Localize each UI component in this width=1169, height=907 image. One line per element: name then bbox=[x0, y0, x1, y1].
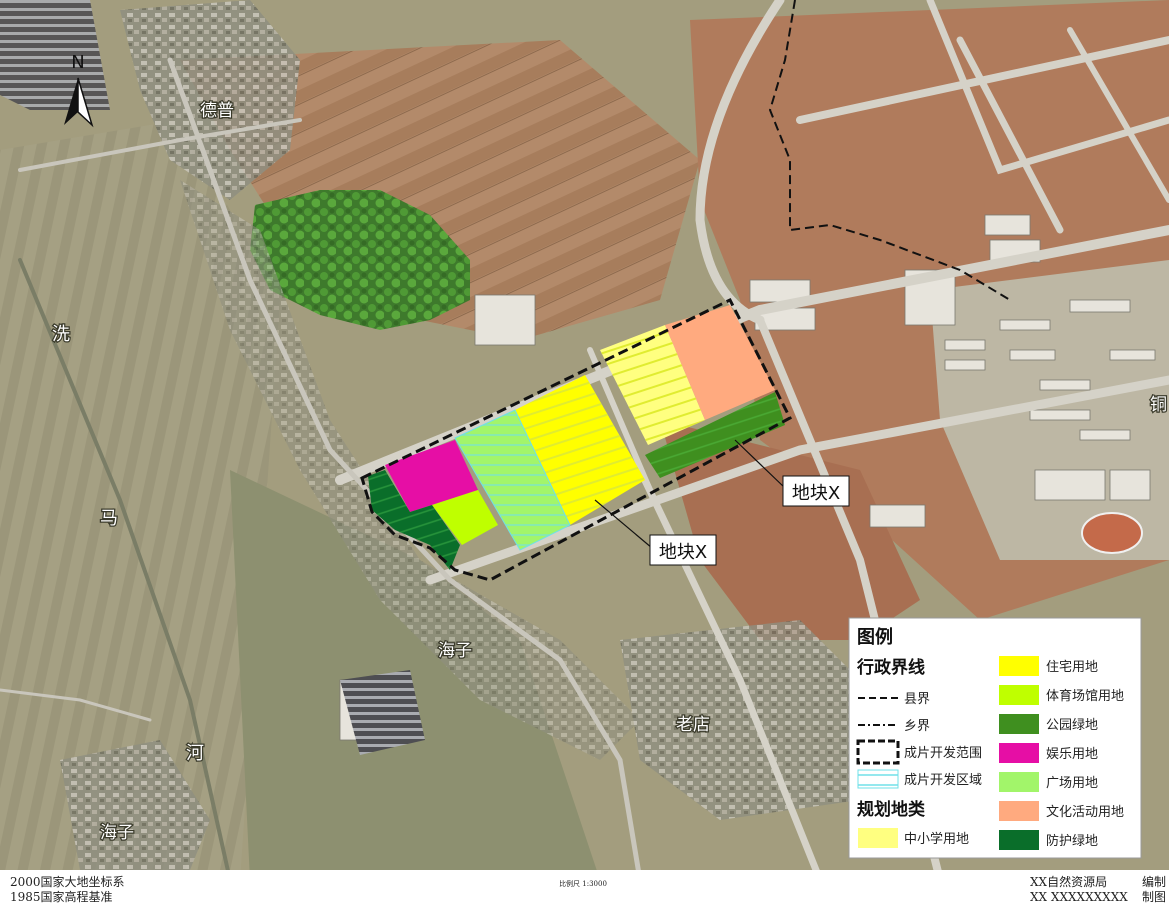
legend-symbol-residential bbox=[999, 656, 1039, 676]
greenhouse-area-northwest bbox=[0, 0, 110, 110]
legend-label-stadium: 体育场馆用地 bbox=[1046, 688, 1124, 704]
footer-scale: 比例尺 1:3000 bbox=[559, 879, 607, 888]
footer-coordinate-system: 2000国家大地坐标系 bbox=[10, 874, 125, 889]
legend-panel bbox=[848, 617, 1142, 859]
callout-box-1[interactable] bbox=[649, 534, 717, 566]
legend-section-admin: 行政界线 bbox=[856, 657, 925, 678]
place-label-he: 河 bbox=[186, 743, 204, 764]
legend-label-residential: 住宅用地 bbox=[1046, 660, 1098, 675]
callout-leader-2 bbox=[734, 439, 786, 489]
legend-label-park-green: 公园绿地 bbox=[1046, 718, 1098, 733]
legend-symbol-entertainment bbox=[999, 743, 1039, 763]
legend-title: 图例 bbox=[857, 626, 893, 648]
farmland-west bbox=[0, 120, 280, 880]
parcel-entertainment bbox=[385, 440, 478, 512]
place-label-tong: 铜 bbox=[1150, 395, 1167, 415]
footer-compiled-by: 编制 bbox=[1142, 874, 1166, 889]
place-label-haizi-left: 海子 bbox=[100, 823, 134, 843]
legend-label-development-area: 成片开发区域 bbox=[904, 772, 982, 788]
callout-label-2: 地块X bbox=[792, 483, 840, 504]
legend-symbol-square bbox=[999, 772, 1039, 792]
parcel-stadium bbox=[432, 490, 498, 545]
plain-southwest bbox=[230, 470, 600, 880]
footer-elevation-datum: 1985国家高程基准 bbox=[10, 889, 113, 904]
village-laodian bbox=[620, 620, 880, 820]
footer-organization: XX自然资源局 bbox=[1030, 874, 1107, 889]
footer-drawn-by: 制图 bbox=[1142, 890, 1166, 904]
legend: 图例 行政界线 县界 乡界 成片开发范围 成片开发区域 规划地类 中小学用地 住… bbox=[848, 617, 1142, 859]
village-haizi-south bbox=[60, 740, 210, 870]
county-boundary bbox=[768, 0, 1011, 301]
legend-label-cultural-activity: 文化活动用地 bbox=[1046, 805, 1124, 820]
legend-label-entertainment: 娱乐用地 bbox=[1046, 747, 1098, 762]
place-label-xi: 洗 bbox=[52, 324, 70, 345]
legend-symbol-protection-green bbox=[999, 830, 1039, 850]
planned-parcels bbox=[368, 305, 785, 570]
legend-section-plan: 规划地类 bbox=[857, 799, 926, 820]
legend-right-column: 住宅用地 体育场馆用地 公园绿地 娱乐用地 广场用地 文化活动用地 防护绿地 bbox=[999, 656, 1124, 850]
forest-hill bbox=[250, 190, 470, 330]
callout-leader-1 bbox=[594, 499, 653, 549]
place-label-ma: 马 bbox=[100, 508, 118, 529]
north-label: N bbox=[71, 52, 84, 73]
legend-symbol-school-land bbox=[858, 828, 898, 848]
legend-label-township-boundary: 乡界 bbox=[904, 719, 930, 734]
north-arrow: N bbox=[64, 52, 94, 128]
callout-box-2[interactable] bbox=[782, 475, 850, 507]
running-track bbox=[1081, 512, 1143, 554]
place-label-depu: 德普 bbox=[200, 101, 234, 121]
footer-organization-code: XX XXXXXXXXX bbox=[1030, 890, 1128, 904]
village-depu bbox=[120, 0, 300, 200]
solar-greenhouse bbox=[340, 670, 425, 755]
legend-symbol-cultural-activity bbox=[999, 801, 1039, 821]
legend-label-protection-green: 防护绿地 bbox=[1046, 833, 1098, 849]
village-corridor bbox=[180, 180, 640, 760]
parcel-hatch-overlay bbox=[454, 409, 571, 551]
footer-band bbox=[0, 870, 1169, 907]
legend-label-square: 广场用地 bbox=[1046, 776, 1098, 791]
legend-label-development-extent: 成片开发范围 bbox=[904, 745, 982, 761]
callout-label-1: 地块X bbox=[659, 542, 707, 563]
legend-symbol-park-green bbox=[999, 714, 1039, 734]
parcel-cultural-activity bbox=[665, 305, 775, 420]
legend-symbol-development-area bbox=[857, 769, 899, 789]
place-label-haizi-center: 海子 bbox=[438, 641, 472, 661]
legend-symbol-stadium bbox=[999, 685, 1039, 705]
development-extent-boundary bbox=[360, 298, 793, 582]
legend-symbol-development-extent bbox=[856, 739, 900, 765]
legend-label-school-land: 中小学用地 bbox=[904, 831, 969, 847]
place-label-laodian: 老店 bbox=[676, 715, 710, 735]
legend-label-county-boundary: 县界 bbox=[904, 692, 930, 707]
